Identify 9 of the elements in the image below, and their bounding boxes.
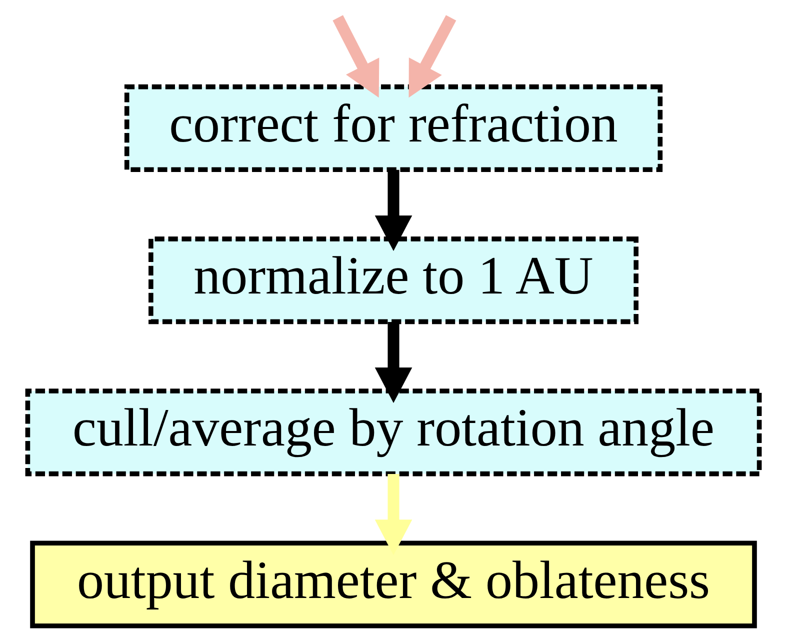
arrow xyxy=(408,15,456,98)
node-box: normalize to 1 AU xyxy=(148,236,638,324)
node-box: correct for refraction xyxy=(124,84,663,172)
arrow xyxy=(374,170,412,251)
arrow xyxy=(374,474,412,556)
node-box: output diameter & oblateness xyxy=(30,540,757,628)
node-box: cull/average by rotation angle xyxy=(25,388,762,476)
arrow xyxy=(332,15,380,98)
arrow xyxy=(374,322,412,404)
